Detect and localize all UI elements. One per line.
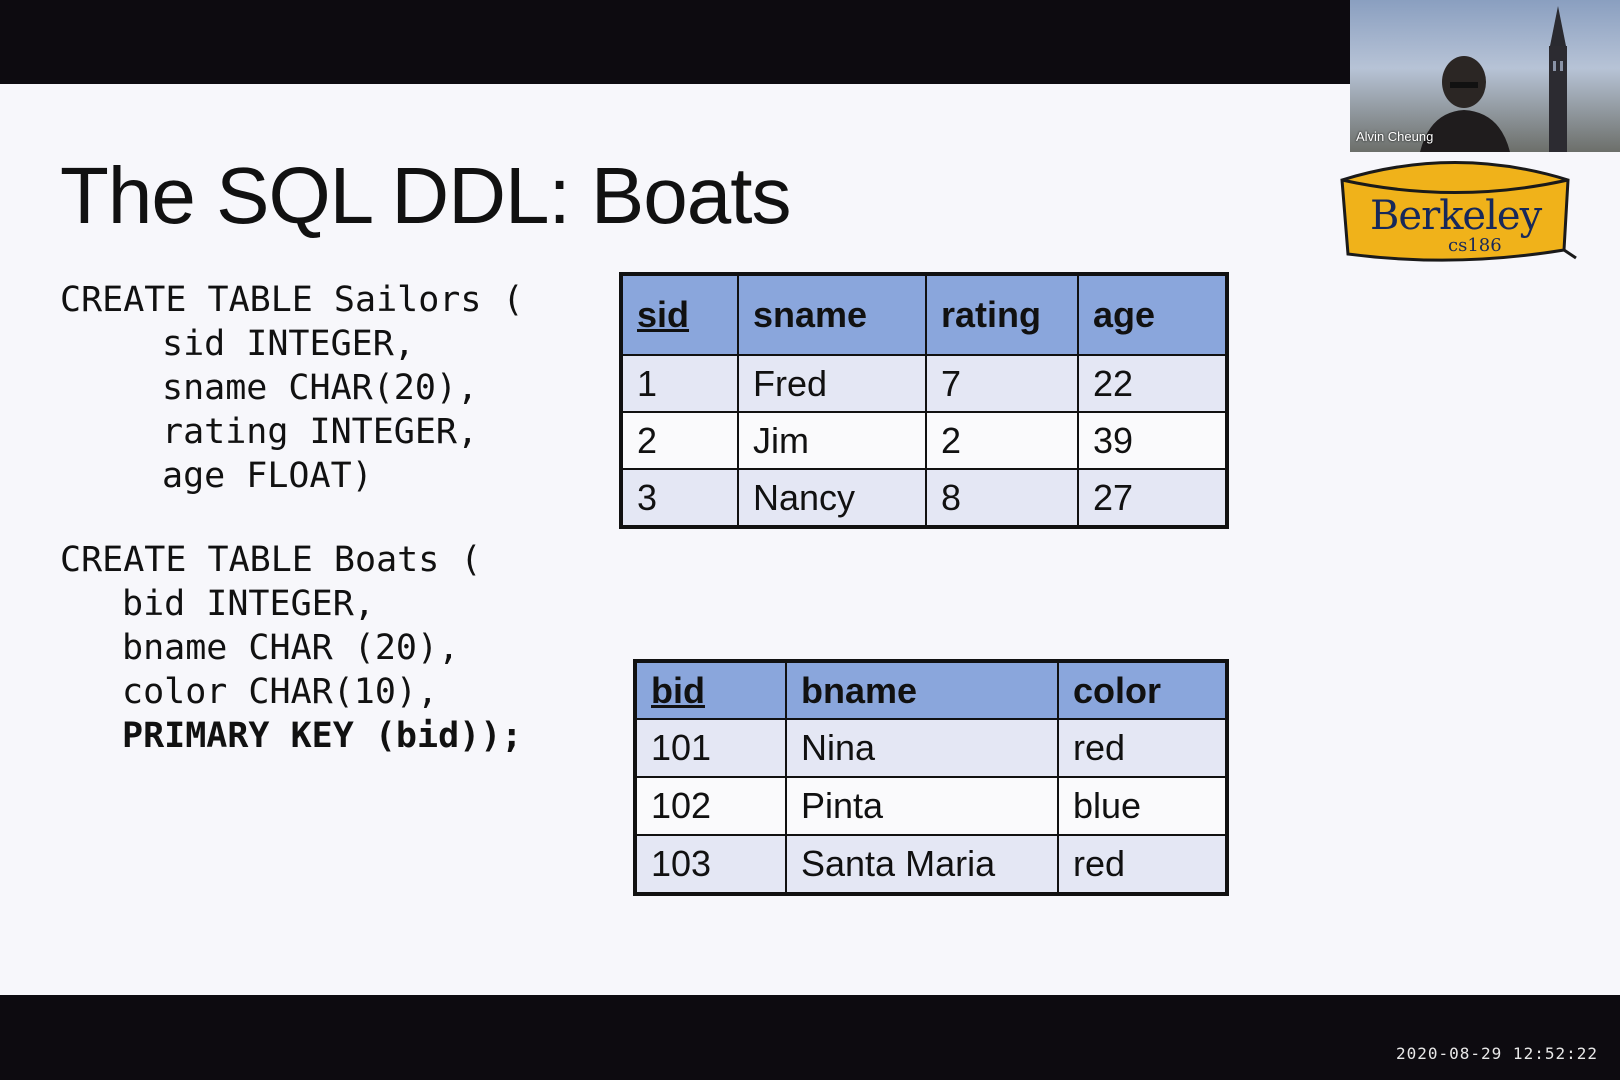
table-cell: 22 — [1077, 354, 1228, 413]
table-cell: Santa Maria — [785, 834, 1059, 895]
code-line: bname CHAR (20), — [122, 628, 460, 668]
table-row: 101 Nina red — [634, 718, 1228, 778]
table-cell: 8 — [925, 468, 1079, 528]
table-cell: 101 — [634, 718, 787, 778]
column-header-color: color — [1057, 660, 1228, 720]
table-row: 2 Jim 2 39 — [620, 411, 1228, 470]
logo-wordmark: Berkeley — [1370, 193, 1542, 239]
table-cell: red — [1057, 834, 1228, 895]
column-header-age: age — [1077, 273, 1228, 356]
table-cell: red — [1057, 718, 1228, 778]
table-cell: blue — [1057, 776, 1228, 836]
column-header-bname: bname — [785, 660, 1059, 720]
logo-course-number: cs186 — [1448, 235, 1502, 256]
table-header-row: bid bname color — [634, 660, 1228, 720]
campanile-tower-image — [1549, 6, 1567, 152]
code-line: CREATE TABLE Sailors ( — [60, 280, 524, 320]
column-header-sname: sname — [737, 273, 927, 356]
table-cell: 2 — [620, 411, 739, 470]
table-cell: Pinta — [785, 776, 1059, 836]
code-line: rating INTEGER, — [162, 412, 479, 452]
table-cell: 3 — [620, 468, 739, 528]
table-cell: 103 — [634, 834, 787, 895]
table-row: 3 Nancy 8 27 — [620, 468, 1228, 528]
participant-name-label: Alvin Cheung — [1356, 129, 1434, 144]
sailors-table: sid sname rating age 1 Fred 7 22 2 Jim 2… — [619, 272, 1229, 529]
table-row: 1 Fred 7 22 — [620, 354, 1228, 413]
table-cell: 1 — [620, 354, 739, 413]
column-header-sid: sid — [620, 273, 739, 356]
webcam-video-tile[interactable]: Alvin Cheung — [1350, 0, 1620, 152]
code-line: bid INTEGER, — [122, 584, 375, 624]
boats-table: bid bname color 101 Nina red 102 Pinta b… — [633, 659, 1229, 896]
table-row: 102 Pinta blue — [634, 776, 1228, 836]
table-cell: 27 — [1077, 468, 1228, 528]
table-cell: 39 — [1077, 411, 1228, 470]
table-cell: Nancy — [737, 468, 927, 528]
code-line: color CHAR(10), — [122, 672, 439, 712]
slide-title: The SQL DDL: Boats — [60, 151, 791, 240]
code-line-primary-key: PRIMARY KEY (bid)); — [122, 716, 523, 756]
table-cell: Fred — [737, 354, 927, 413]
code-line: sname CHAR(20), — [162, 368, 479, 408]
table-cell: 2 — [925, 411, 1079, 470]
table-row: 103 Santa Maria red — [634, 834, 1228, 895]
table-header-row: sid sname rating age — [620, 273, 1228, 356]
code-line: CREATE TABLE Boats ( — [60, 540, 482, 580]
sailors-ddl-code: CREATE TABLE Sailors (sid INTEGER,sname … — [60, 278, 524, 498]
table-cell: 102 — [634, 776, 787, 836]
column-header-bid: bid — [634, 660, 787, 720]
table-cell: Jim — [737, 411, 927, 470]
presenter-image — [1420, 56, 1510, 152]
table-cell: 7 — [925, 354, 1079, 413]
code-line: age FLOAT) — [162, 456, 373, 496]
table-cell: Nina — [785, 718, 1059, 778]
code-line: sid INTEGER, — [162, 324, 415, 364]
column-header-rating: rating — [925, 273, 1079, 356]
bottom-letterbox-bar — [0, 995, 1620, 1080]
boats-ddl-code: CREATE TABLE Boats (bid INTEGER,bname CH… — [60, 538, 522, 758]
berkeley-cs186-logo — [1340, 161, 1577, 262]
recording-timestamp: 2020-08-29 12:52:22 — [1395, 1044, 1598, 1063]
